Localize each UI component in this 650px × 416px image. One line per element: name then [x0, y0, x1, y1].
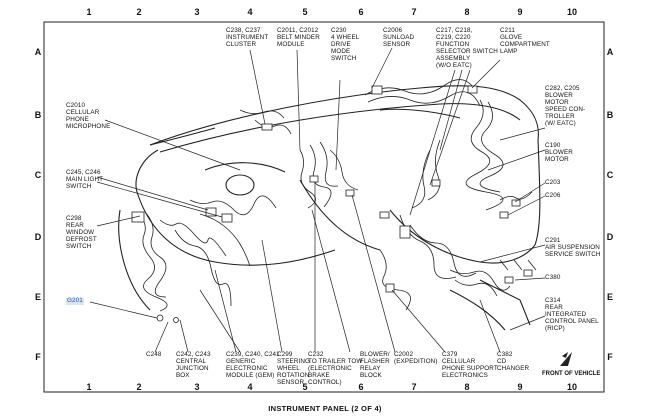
label-c2011-belt-minder: C2011, C2012 BELT MINDER MODULE	[277, 27, 320, 48]
label-c299-steering-sensor: C299 STEERING WHEEL ROTATION SENSOR	[277, 351, 310, 386]
grid-col-top-9: 9	[517, 7, 523, 17]
grid-col-bottom-6: 6	[358, 382, 364, 392]
grid-row-left-e: E	[34, 292, 41, 302]
label-c206: C206	[545, 192, 561, 199]
grid-col-top-1: 1	[86, 7, 92, 17]
label-c382-cd-changer: C382 CD CHANGER	[497, 351, 530, 372]
label-c203: C203	[545, 179, 561, 186]
label-g201-ground: G201	[66, 297, 84, 305]
dashboard-outline	[118, 85, 541, 331]
grid-row-right-e: E	[606, 292, 613, 302]
grid-col-bottom-9: 9	[517, 382, 523, 392]
grid-col-bottom-4: 4	[247, 382, 253, 392]
label-c2010-phone-mic: C2010 CELLULAR PHONE MICROPHONE	[66, 102, 111, 130]
label-c282-blower-controller: C282, C205 BLOWER MOTOR SPEED CON- TROLL…	[545, 85, 586, 127]
grid-col-top-3: 3	[194, 7, 200, 17]
label-c190-blower-motor: C190 BLOWER MOTOR	[545, 142, 573, 163]
leader-lines	[89, 47, 546, 353]
grid-col-bottom-8: 8	[464, 382, 470, 392]
grid-col-top-10: 10	[566, 7, 577, 17]
grid-row-left-b: B	[34, 110, 42, 120]
label-c239-gem: C239, C240, C241 GENERIC ELECTRONIC MODU…	[226, 351, 280, 379]
grid-row-right-f: F	[607, 352, 613, 362]
front-arrow	[560, 352, 572, 366]
connectors	[131, 85, 533, 323]
wiring-harness	[139, 79, 537, 312]
label-blower-flasher-relay: BLOWER/ FLASHER RELAY BLOCK	[360, 351, 390, 379]
label-c379-phone-electronics: C379 CELLULAR PHONE SUPPORT ELECTRONICS	[442, 351, 498, 379]
label-c245-main-light-switch: C245, C246 MAIN LIGHT SWITCH	[66, 169, 104, 190]
grid-col-bottom-5: 5	[302, 382, 308, 392]
grid-row-right-b: B	[606, 110, 614, 120]
label-c298-rear-defrost: C298 REAR WINDOW DEFROST SWITCH	[66, 215, 97, 250]
label-c217-function-selector: C217, C218, C219, C220 FUNCTION SELECTOR…	[436, 27, 498, 69]
grid-col-top-5: 5	[302, 7, 308, 17]
label-c238-instrument-cluster: C238, C237 INSTRUMENT CLUSTER	[226, 27, 269, 48]
front-of-vehicle-label: FRONT OF VEHICLE	[542, 371, 601, 377]
label-c242-junction-box: C242, C243 CENTRAL JUNCTION BOX	[176, 351, 211, 379]
diagram-border	[43, 21, 605, 393]
diagram-title: INSTRUMENT PANEL (2 OF 4)	[268, 404, 382, 413]
grid-col-bottom-3: 3	[194, 382, 200, 392]
grid-col-top-7: 7	[411, 7, 417, 17]
grid-row-left-d: D	[34, 232, 42, 242]
label-c232-trailer-tow: C232 TO TRAILER TOW (ELECTRONIC BRAKE CO…	[308, 351, 363, 386]
grid-col-top-4: 4	[247, 7, 253, 17]
grid-col-bottom-2: 2	[136, 382, 142, 392]
grid-row-right-d: D	[606, 232, 614, 242]
grid-row-left-f: F	[35, 352, 41, 362]
grid-col-top-2: 2	[136, 7, 142, 17]
label-c2002-expedition: C2002 (EXPEDITION)	[394, 351, 438, 365]
label-c291-air-suspension: C291 AIR SUSPENSION SERVICE SWITCH	[545, 237, 601, 258]
label-c248: C248	[146, 351, 162, 358]
grid-col-bottom-1: 1	[86, 382, 92, 392]
grid-row-right-c: C	[606, 170, 614, 180]
grid-row-right-a: A	[606, 47, 614, 57]
label-c2006-sunload-sensor: C2006 SUNLOAD SENSOR	[383, 27, 415, 48]
grid-row-left-c: C	[34, 170, 42, 180]
label-c314-ricp: C314 REAR INTEGRATED CONTROL PANEL (RICP…	[545, 297, 599, 332]
grid-col-top-6: 6	[358, 7, 364, 17]
grid-col-bottom-10: 10	[566, 382, 577, 392]
grid-row-left-a: A	[34, 47, 42, 57]
grid-col-bottom-7: 7	[411, 382, 417, 392]
label-c211-glove-lamp: C211 GLOVE COMPARTMENT LAMP	[500, 27, 550, 55]
label-c230-4wd-switch: C230 4 WHEEL DRIVE MODE SWITCH	[331, 27, 360, 62]
grid-col-top-8: 8	[464, 7, 470, 17]
label-c380: C380	[545, 274, 561, 281]
